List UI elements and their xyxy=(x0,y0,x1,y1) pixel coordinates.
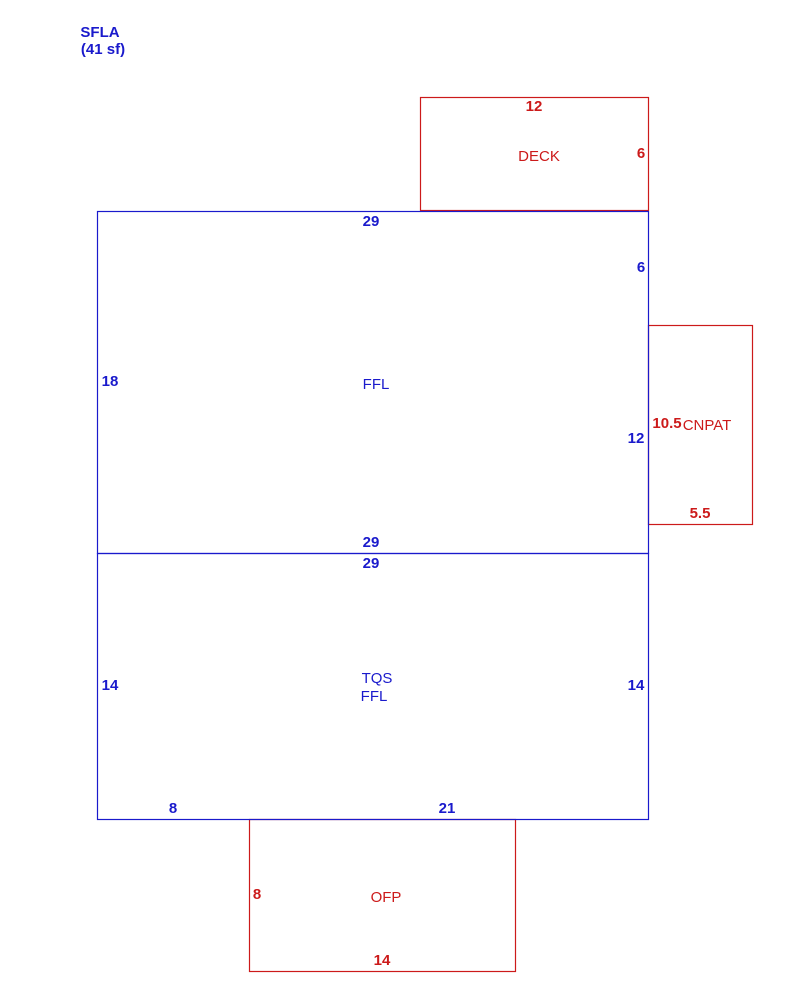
cnpat-bottom-dimension: 5.5 xyxy=(690,505,711,522)
ffl-bottom-dimension: 29 xyxy=(363,534,380,551)
ofp-bottom-dimension: 14 xyxy=(374,952,391,969)
ffl-top-dimension: 29 xyxy=(363,213,380,230)
deck-right-dimension: 6 xyxy=(637,145,645,162)
tqs-top-dimension: 29 xyxy=(363,555,380,572)
deck-top-dimension: 12 xyxy=(526,98,543,115)
ffl-left-dimension: 18 xyxy=(102,373,119,390)
ofp-left-dimension: 8 xyxy=(253,886,261,903)
ofp-label: OFP xyxy=(371,889,402,906)
tqs-bottom-left-dimension: 8 xyxy=(169,800,177,817)
tqs-left-dimension: 14 xyxy=(102,677,119,694)
cnpat-left-dimension: 10.5 xyxy=(652,415,681,432)
ffl-right-lower-dimension: 12 xyxy=(628,430,645,447)
sfla-area-label: (41 sf) xyxy=(81,41,125,58)
ffl-label: FFL xyxy=(363,376,390,393)
tqs-label: TQS xyxy=(362,670,393,687)
tqs-right-dimension: 14 xyxy=(628,677,645,694)
tqs-bottom-right-dimension: 21 xyxy=(439,800,456,817)
tqs-ffl-outline xyxy=(96,552,650,821)
tqs-ffl-label: FFL xyxy=(361,688,388,705)
deck-label: DECK xyxy=(518,148,560,165)
sfla-label: SFLA xyxy=(80,24,119,41)
ffl-right-upper-dimension: 6 xyxy=(637,259,645,276)
deck-outline xyxy=(419,96,650,212)
cnpat-label: CNPAT xyxy=(683,417,732,434)
